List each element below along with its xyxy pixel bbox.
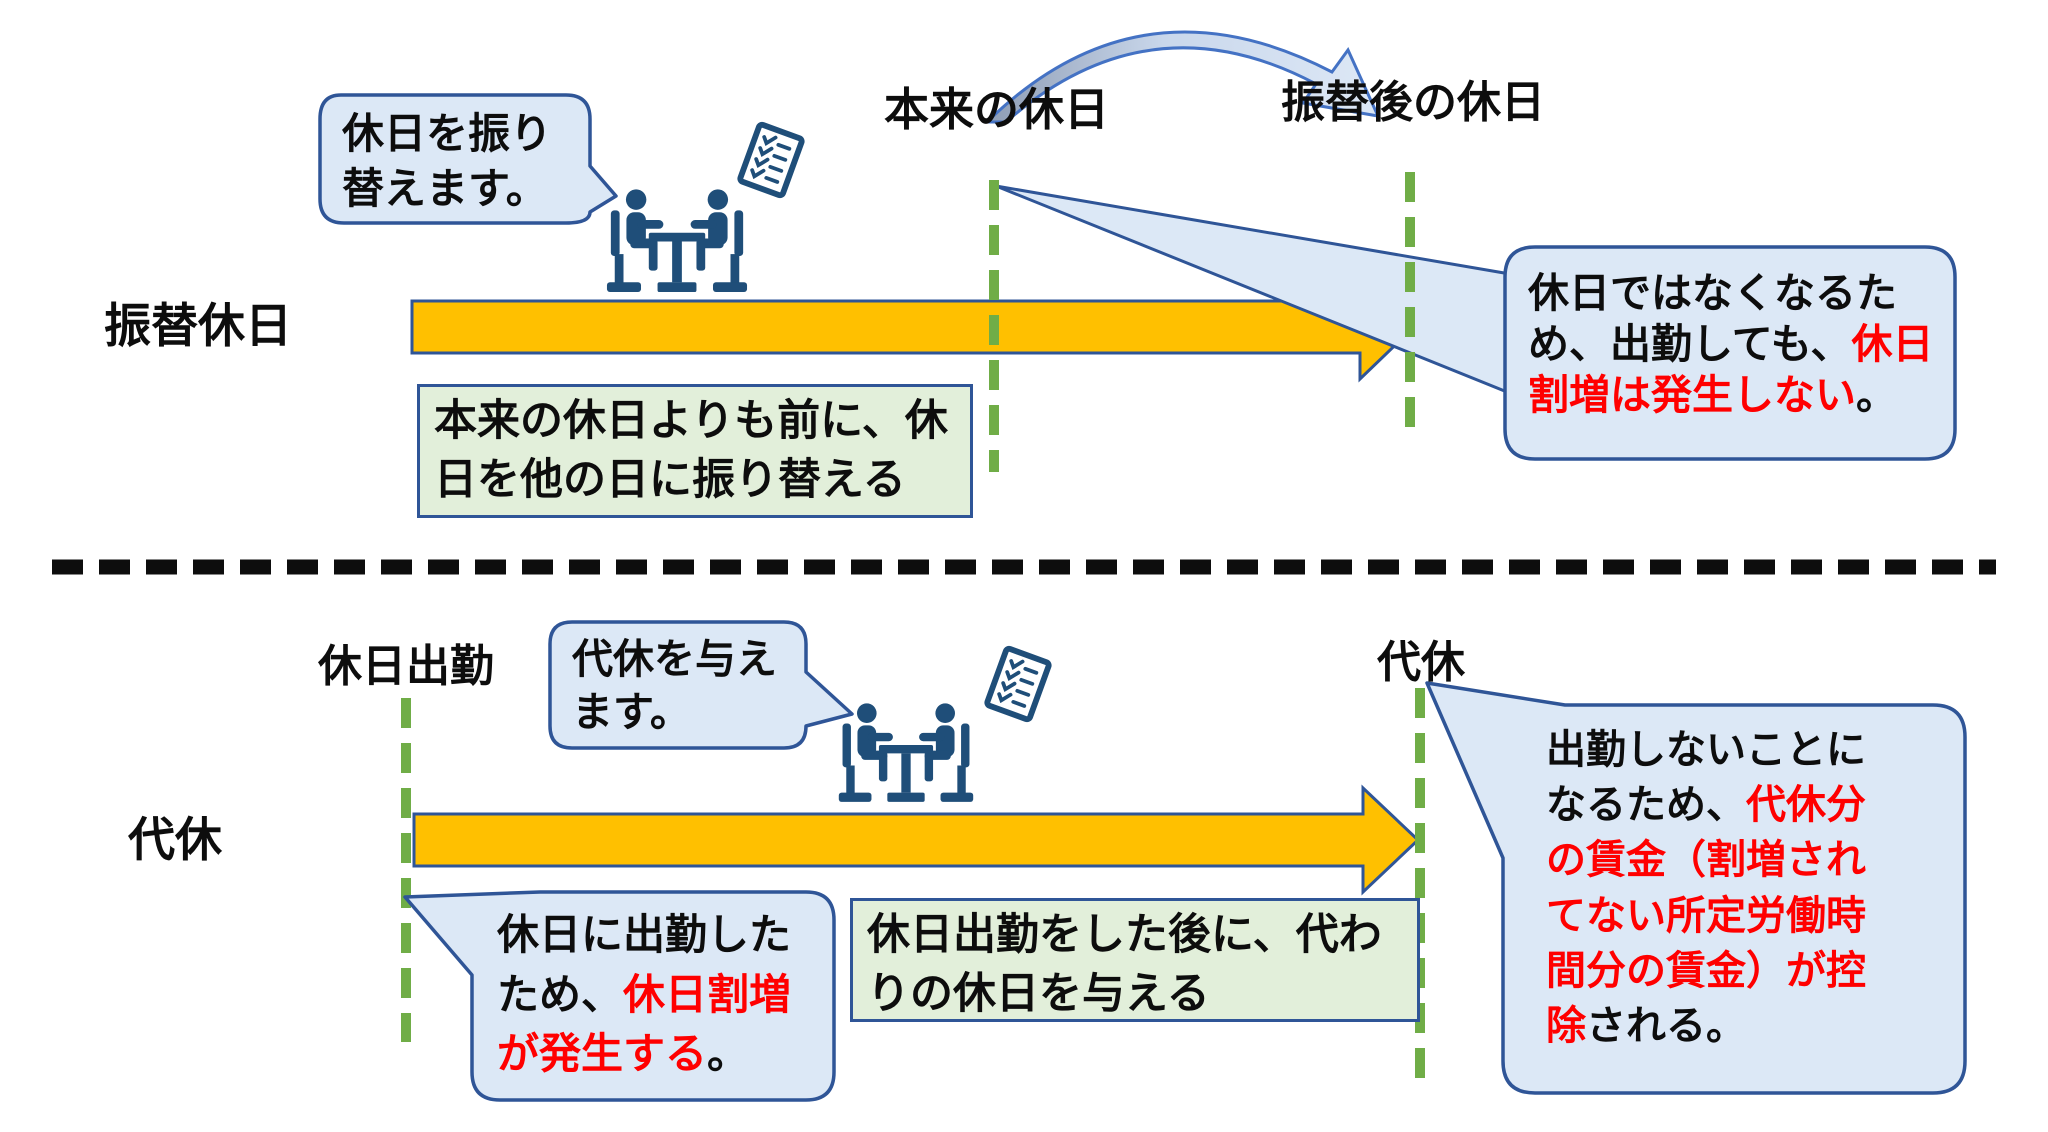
timeline-arrow-bottom bbox=[412, 784, 1421, 896]
agreement-bubble-bottom-text: 代休を与え ます。 bbox=[572, 636, 777, 736]
note-box-bottom-text: 休日出勤をした後に、代わりの休日を与える bbox=[867, 911, 1382, 1019]
cause-bubble-bottom bbox=[403, 890, 836, 1102]
row-label-substitute-holiday: 振替休日 bbox=[104, 299, 292, 352]
meeting-table-icon-top bbox=[607, 189, 747, 292]
note-box-top: 本来の休日よりも前に、休日を他の日に振り替える bbox=[417, 384, 973, 518]
agreement-bubble-top-text: 休日を振り 替えます。 bbox=[342, 110, 553, 212]
result-bubble-top-text: 休日ではなくなるため、出勤しても、休日割増は発生しない。 bbox=[1528, 270, 1934, 418]
checklist-document-icon-top bbox=[739, 124, 802, 196]
result-bubble-bottom-text: 出勤しないことになるため、代休分の賃金（割増されてない所定労働時間分の賃金）が控… bbox=[1546, 728, 1866, 1048]
substitute-curve-arrow bbox=[983, 30, 1381, 124]
meeting-table-icon-bottom bbox=[839, 703, 973, 801]
row-label-compensatory: 代休 bbox=[128, 813, 222, 866]
note-box-top-text: 本来の休日よりも前に、休日を他の日に振り替える bbox=[434, 397, 948, 505]
agreement-bubble-top bbox=[318, 93, 618, 225]
result-bubble-top bbox=[1503, 245, 1957, 461]
note-box-bottom: 休日出勤をした後に、代わりの休日を与える bbox=[850, 898, 1420, 1022]
compensatory-day-label: 代休 bbox=[1377, 638, 1465, 687]
agreement-bubble-bottom bbox=[548, 620, 854, 750]
checklist-document-icon-bottom bbox=[986, 648, 1049, 720]
substituted-holiday-label: 振替後の休日 bbox=[1281, 78, 1545, 127]
result-callout-wedge-top bbox=[995, 184, 1547, 401]
result-bubble-bottom bbox=[1425, 681, 1967, 1095]
cause-bubble-bottom-text: 休日に出勤したため、休日割増が発生する。 bbox=[497, 911, 792, 1078]
holiday-work-label: 休日出勤 bbox=[318, 642, 494, 691]
original-holiday-label: 本来の休日 bbox=[884, 84, 1110, 135]
